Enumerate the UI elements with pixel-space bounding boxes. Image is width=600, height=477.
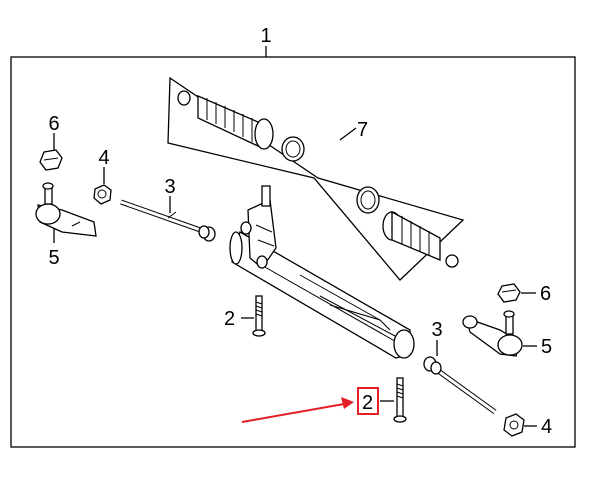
steering-rack	[229, 185, 415, 359]
boot-kit-inset	[167, 76, 465, 281]
boot-right	[356, 186, 459, 268]
pointer-arrow	[241, 397, 354, 423]
callout-jam-nut-left: 4	[98, 147, 109, 169]
jam-nut-left	[93, 184, 112, 205]
castle-nut-left	[39, 149, 63, 171]
inner-tie-rod-left	[120, 199, 216, 242]
diagram-frame	[10, 56, 576, 448]
callout-castle-nut-left: 6	[48, 113, 59, 135]
callout-bolt-left: 2	[224, 308, 235, 330]
bolt-highlighted	[393, 377, 407, 423]
callout-tie-rod-end-left: 5	[48, 247, 59, 269]
inner-tie-rod-right	[423, 356, 497, 415]
jam-nut-right	[503, 413, 525, 437]
bolt-left	[252, 295, 266, 337]
callout-assembly: 1	[260, 25, 271, 47]
callout-inner-tie-rod-right: 3	[431, 319, 442, 341]
highlight-box	[357, 387, 379, 415]
callout-tie-rod-end-right: 5	[541, 336, 552, 358]
tie-rod-end-left	[35, 182, 97, 237]
callout-boot-kit: 7	[357, 119, 368, 141]
tie-rod-end-right	[462, 310, 523, 357]
callout-jam-nut-right: 4	[541, 416, 552, 438]
callout-bolt-highlighted: 2	[362, 392, 373, 414]
castle-nut-right	[497, 283, 521, 303]
callout-castle-nut-right: 6	[540, 283, 551, 305]
boot-left	[177, 90, 305, 162]
callout-inner-tie-rod-left: 3	[164, 176, 175, 198]
boot-kit-leader	[339, 127, 357, 141]
